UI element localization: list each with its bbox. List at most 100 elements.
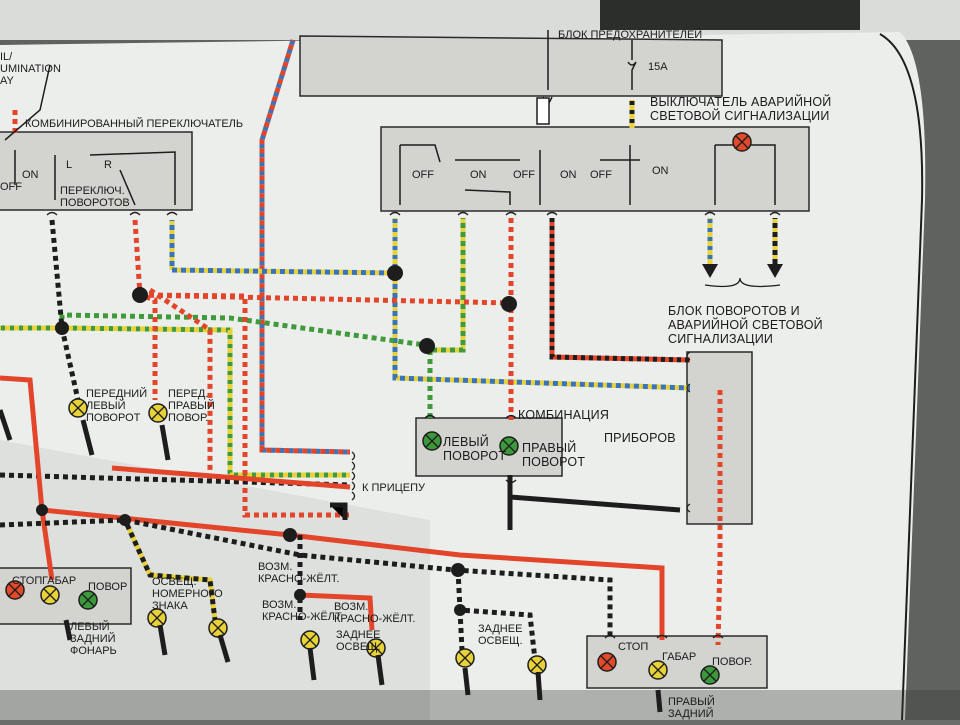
wire-black-rear-2 xyxy=(457,609,465,651)
junction-11 xyxy=(454,604,466,616)
schematic-lines xyxy=(4,40,776,206)
junction-1 xyxy=(387,265,403,281)
switch-off-label: OFF xyxy=(0,181,22,193)
wire-black-lower xyxy=(0,517,613,640)
cluster-pins xyxy=(424,414,517,484)
hazard-pins xyxy=(389,211,558,216)
junction-5 xyxy=(55,321,69,335)
wire-red-2 xyxy=(148,287,213,470)
gnd-trailer xyxy=(330,502,348,520)
turn-switch-label: ПЕРЕКЛЮЧ.ПОВОРОТОВ xyxy=(60,185,130,209)
flasher-pins xyxy=(686,351,691,513)
ground-stubs xyxy=(0,409,663,713)
wire-red-solid-stripe xyxy=(549,218,691,363)
junction-8 xyxy=(283,528,297,542)
right-turn-indicator-lamp xyxy=(499,436,519,456)
junction-2 xyxy=(132,287,148,303)
right-povor-label: ПОВОР. xyxy=(712,656,752,668)
wire-green-yellow xyxy=(0,325,350,478)
fuse-block-box xyxy=(299,35,723,97)
hazard-on-1: ON xyxy=(470,169,487,181)
possible-red-yellow-2: ВОЗМ.КРАСНО-ЖЁЛТ. xyxy=(262,599,344,623)
junction-4 xyxy=(419,338,435,354)
right-rear-lamp-box xyxy=(586,635,768,689)
right-povor-lamp xyxy=(700,665,720,685)
front-left-lamp xyxy=(68,398,88,418)
trailer-pins xyxy=(351,451,356,501)
connectors xyxy=(46,211,781,639)
to-trailer-label: К ПРИЦЕПУ xyxy=(362,482,426,494)
arrow-out-1 xyxy=(702,264,718,278)
hazard-on-3: ON xyxy=(652,165,669,177)
left-povor-label: ПОВОР xyxy=(88,581,127,593)
wire-red-bulb xyxy=(299,592,375,631)
wire-yellow-green-hb xyxy=(430,218,466,353)
right-stop-lamp xyxy=(597,652,617,672)
instrument-cluster-box xyxy=(415,417,563,477)
gnd-8 xyxy=(217,634,231,663)
gnd-7 xyxy=(157,624,168,656)
rear-right-pins xyxy=(604,634,724,639)
gnd-5 xyxy=(307,647,317,681)
switch-r-label: R xyxy=(104,159,112,171)
combo-left xyxy=(4,64,51,185)
resistor-symbol xyxy=(536,97,550,125)
hazard-contact-1 xyxy=(399,144,441,205)
rear-light-lamp-2 xyxy=(527,655,547,675)
possible-red-yellow-1: ВОЗМ.КРАСНО-ЖЁЛТ. xyxy=(258,561,340,585)
wire-blue-red xyxy=(259,39,351,455)
instrument-cluster-label-1: КОМБИНАЦИЯ xyxy=(518,408,609,422)
wire-red-horizontal xyxy=(139,292,512,306)
hazard-lamp xyxy=(732,132,752,152)
wire-black-rear xyxy=(455,569,538,661)
brace xyxy=(704,277,781,288)
left-stop-label: СТОП xyxy=(12,575,42,587)
combo-switch-title: КОМБИНИРОВАННЫЙ ПЕРЕКЛЮЧАТЕЛЬ xyxy=(25,117,243,130)
switch-on-label: ON xyxy=(22,169,39,181)
right-stop-label: СТОП xyxy=(618,641,648,653)
junction-10 xyxy=(294,589,306,601)
hazard-out-pins xyxy=(704,211,781,216)
fuse-rating-label: 15А xyxy=(648,61,668,73)
junctions xyxy=(36,265,517,616)
shadow-overlay xyxy=(0,440,430,720)
junction-7 xyxy=(119,514,131,526)
hazard-contact-3 xyxy=(464,189,511,205)
combo-pins xyxy=(46,211,178,216)
wire-gnd-flasher xyxy=(509,494,681,513)
top-dark-object xyxy=(600,0,860,30)
lamps xyxy=(5,132,752,685)
hazard-off-1: OFF xyxy=(412,169,434,181)
wire-yellow-blue-1b xyxy=(169,220,691,391)
arrow-out-2 xyxy=(767,264,783,278)
right-gabar-label: ГАБАР xyxy=(662,651,696,663)
bottom-shadow xyxy=(0,690,960,720)
left-povor-lamp xyxy=(78,590,98,610)
rear-light-lamp-1 xyxy=(455,648,475,668)
fuse-block-label: БЛОК ПРЕДОХРАНИТЕЛЕЙ xyxy=(558,28,702,41)
gnd-6 xyxy=(375,654,385,686)
left-gabar-label: ГАБАР xyxy=(42,575,76,587)
wire-green-yellow-b xyxy=(0,325,350,478)
right-rear-lamp-label: ПРАВЫЙЗАДНИЙФОНАРЬ xyxy=(668,695,715,720)
instrument-cluster-label-2: ПРИБОРОВ xyxy=(604,431,676,445)
front-right-lamp xyxy=(148,403,168,423)
gnd-1 xyxy=(80,419,95,456)
gnd-10 xyxy=(655,689,663,713)
plate-lamp-2 xyxy=(208,618,228,638)
fuse-symbol xyxy=(627,40,637,90)
wire-red-tail-2 xyxy=(111,465,351,490)
wire-red-right-turn xyxy=(715,390,723,646)
